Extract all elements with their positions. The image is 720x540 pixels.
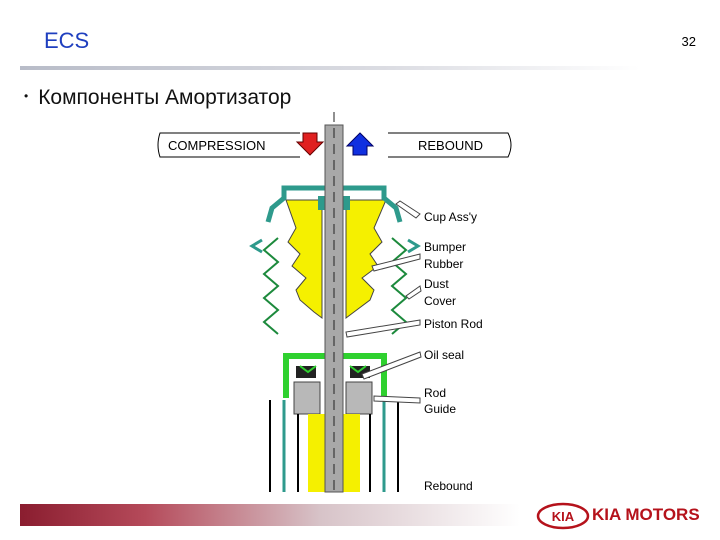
rebound-arrow-icon: [345, 132, 375, 156]
kia-logo-oval: [536, 502, 590, 530]
oil-seal-left-lip: [299, 365, 317, 374]
kia-motors-logo: KIA KIA MOTORS: [536, 500, 706, 532]
bumper-rubber-right: [345, 199, 387, 319]
oil-seal-right-lip: [349, 365, 367, 374]
label-bumper-2: Rubber: [424, 257, 463, 271]
rod-guide-callout-arrow: [373, 395, 421, 404]
compression-label: COMPRESSION: [168, 138, 266, 153]
dust-callout-arrow: [405, 285, 422, 300]
bullet-text: Компоненты Амортизатор: [38, 86, 292, 109]
label-piston: Piston Rod: [424, 317, 483, 331]
footer-bar: [20, 504, 520, 526]
title-divider: [20, 66, 640, 70]
bullet-item: • Компоненты Амортизатор: [24, 86, 291, 110]
dust-cover-right: [390, 237, 408, 335]
page-number: 32: [681, 34, 696, 49]
label-rod-guide-2: Guide: [424, 402, 456, 416]
dust-cover-right-lip: [407, 238, 421, 254]
rod-guide-right: [345, 381, 373, 415]
compression-label-box: [157, 132, 300, 158]
cup-callout-arrow: [395, 200, 421, 219]
rod-guide-left: [293, 381, 321, 415]
dust-cover-left: [262, 237, 280, 335]
rebound-label-box: [388, 132, 512, 158]
label-rebound: Rebound: [424, 479, 473, 493]
slide-title: ECS: [44, 28, 90, 53]
bullet-icon: •: [24, 89, 29, 103]
piston-callout-arrow: [345, 319, 421, 338]
label-bumper-1: Bumper: [424, 240, 466, 254]
label-oil-seal: Oil seal: [424, 348, 464, 362]
bumper-callout-arrow: [371, 253, 421, 272]
label-dust-1: Dust: [424, 277, 449, 291]
oil-chamber-right: [340, 414, 360, 492]
brand-name: KIA MOTORS: [592, 505, 700, 524]
oil-chamber-left: [308, 414, 328, 492]
kia-logo-icon: KIA: [536, 502, 590, 530]
dust-cover-left-lip: [249, 238, 263, 254]
label-dust-2: Cover: [424, 294, 456, 308]
rebound-label: REBOUND: [418, 138, 483, 153]
compression-arrow-icon: [295, 132, 325, 156]
bumper-rubber-left: [285, 199, 323, 319]
label-rod-guide-1: Rod: [424, 386, 446, 400]
kia-logo-mark: KIA: [552, 509, 575, 524]
oil-seal-callout-arrow: [361, 351, 422, 380]
label-cup: Cup Ass'y: [424, 210, 477, 224]
